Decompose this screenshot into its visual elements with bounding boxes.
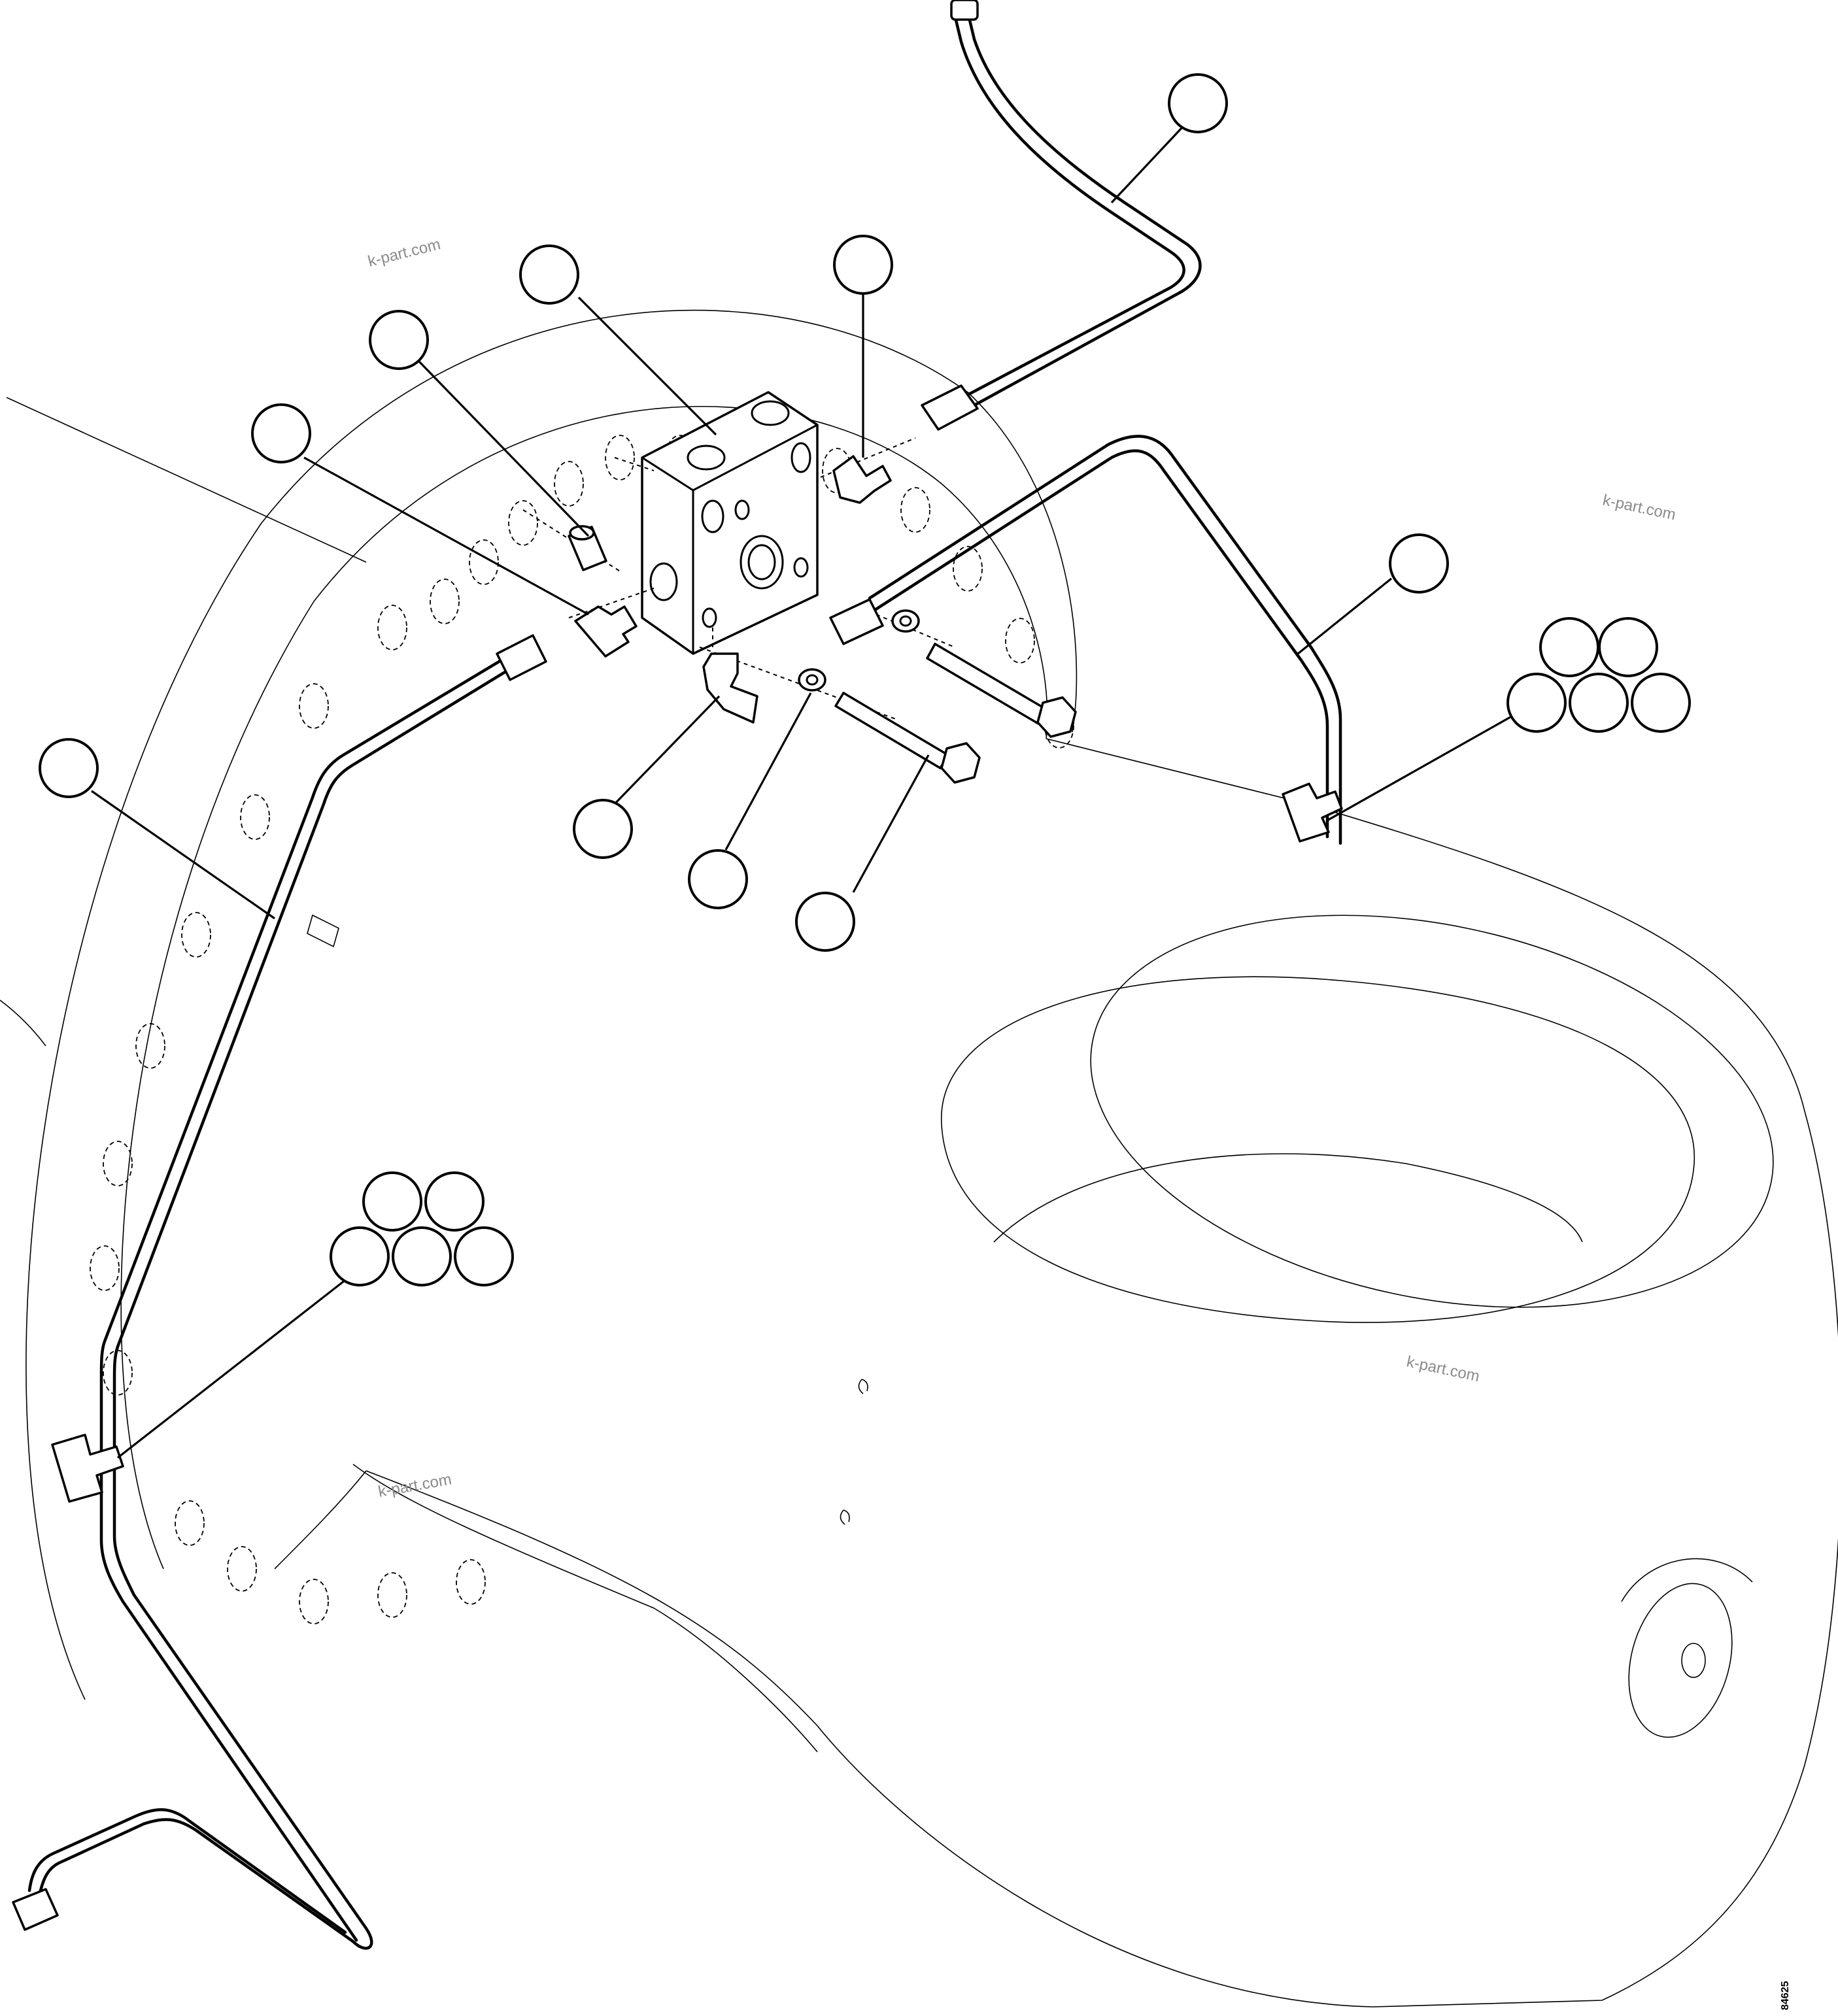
callout-bubble — [251, 403, 311, 463]
tube-nut — [829, 598, 884, 645]
callout-bubble — [454, 1226, 514, 1286]
callout-bubble — [833, 235, 893, 295]
callout-bubble — [1598, 617, 1658, 677]
callout-bubble — [1539, 617, 1599, 677]
tube-end-fitting — [950, 0, 979, 21]
callout-bubble — [39, 738, 99, 798]
watermark: k-part.com — [377, 1471, 452, 1501]
callout-leaders — [91, 116, 1531, 1459]
straight-adapter — [574, 605, 638, 658]
bolt — [926, 643, 1047, 725]
valve-block — [641, 391, 819, 655]
callout-bubble — [1569, 673, 1629, 733]
callout-bubble — [795, 892, 855, 952]
washer — [798, 668, 826, 692]
straight-adapter-top — [832, 455, 892, 504]
hydraulic-tube-right — [829, 435, 1343, 845]
callout-bubble — [573, 799, 633, 859]
elbow-fitting — [702, 652, 758, 724]
callout-bubble — [519, 244, 579, 305]
callout-bubble — [392, 1226, 452, 1286]
callout-bubble — [1389, 533, 1449, 594]
hydraulic-tube-left — [12, 634, 547, 1950]
watermark: k-part.com — [366, 235, 443, 271]
callout-bubble — [424, 1171, 485, 1232]
bolt — [834, 692, 949, 769]
axle-housing-outline — [0, 309, 1838, 2008]
callout-bubble — [1168, 73, 1228, 133]
callout-bubble — [369, 310, 429, 370]
callout-bubble — [1631, 673, 1691, 733]
tube-nut — [12, 1888, 59, 1931]
callout-bubble — [330, 1226, 390, 1286]
tube-nut — [921, 384, 979, 431]
valve-fittings — [522, 437, 1077, 784]
clamp-bolt — [51, 1434, 124, 1503]
watermark: k-part.com — [1601, 491, 1677, 524]
callout-bubble — [688, 849, 748, 909]
callout-bubble — [362, 1171, 422, 1232]
callout-bubbles — [39, 73, 1691, 1286]
watermark: k-part.com — [1405, 1352, 1481, 1385]
callout-bubble — [1506, 673, 1567, 733]
drawing-code: 84625 — [1780, 1981, 1791, 2010]
washer — [891, 609, 920, 633]
clamp-bolt — [1282, 782, 1343, 843]
tube-nut — [496, 634, 547, 681]
hydraulic-tube-top-right — [921, 0, 1202, 431]
